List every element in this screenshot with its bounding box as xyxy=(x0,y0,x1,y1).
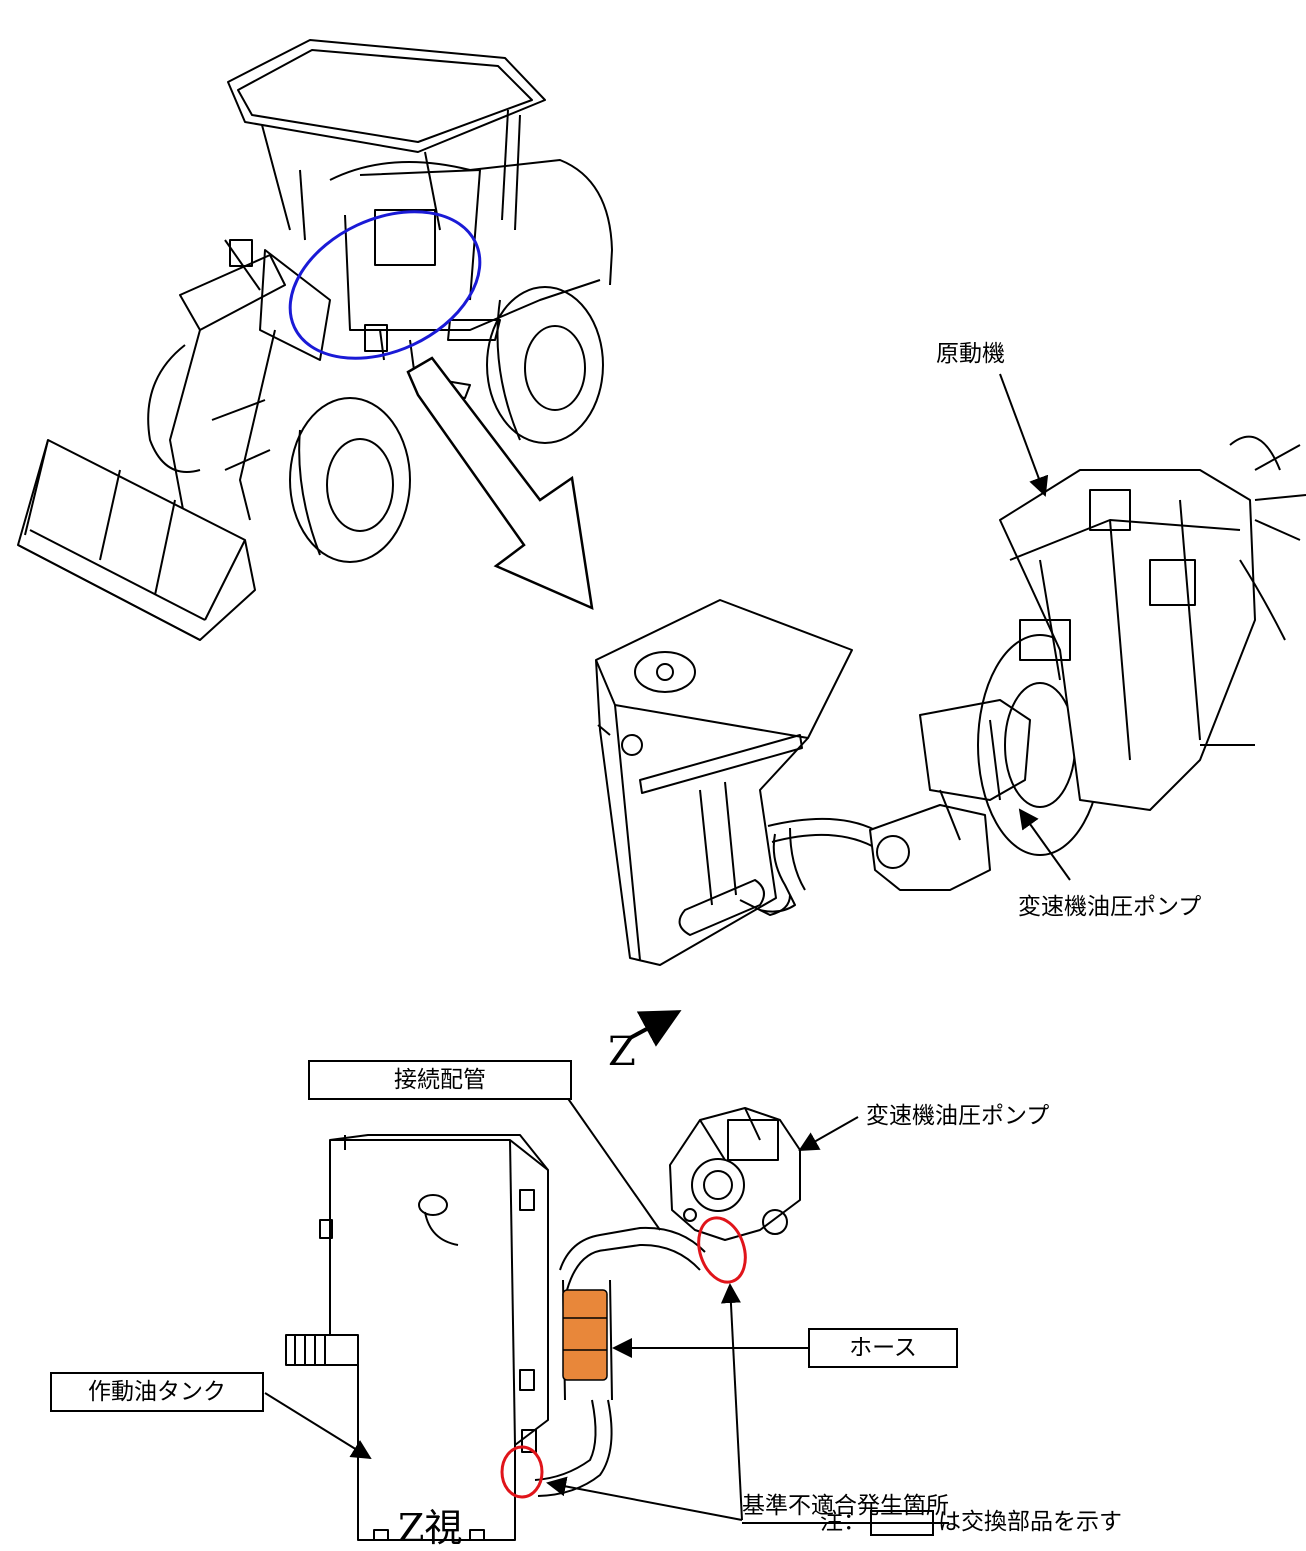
connection-pipe-label: 接続配管 xyxy=(308,1060,572,1100)
highlight-ellipse xyxy=(288,210,482,360)
defect-circle-top xyxy=(697,1216,747,1284)
pump-label-top: 変速機油圧ポンプ xyxy=(1018,894,1202,920)
hose-label: ホース xyxy=(808,1328,958,1368)
view-title: Z視 xyxy=(398,1506,463,1550)
z-view-drawing xyxy=(285,1107,801,1541)
engine-leader xyxy=(999,373,1049,497)
zoom-arrow xyxy=(406,356,594,611)
pump-leader-top xyxy=(1018,808,1071,881)
tank-pump-engine-drawing xyxy=(595,435,1306,966)
pump-leader-bottom xyxy=(798,1116,859,1151)
legend-swatch xyxy=(870,1510,934,1536)
hose-part xyxy=(562,1289,608,1381)
note-prefix: 注： xyxy=(820,1509,866,1535)
defect-location-label: 基準不適合発生箇所 xyxy=(742,1492,949,1524)
pipe-leader xyxy=(561,1089,661,1231)
z-view-marker: Z xyxy=(608,1029,636,1075)
pump-label-bottom: 変速機油圧ポンプ xyxy=(866,1103,1050,1129)
wheel-loader-drawing xyxy=(17,39,613,641)
engine-label: 原動機 xyxy=(936,341,1005,367)
defect-leader-1 xyxy=(720,1283,743,1521)
tank-leader xyxy=(264,1392,372,1460)
note-suffix: は交換部品を示す xyxy=(938,1509,1122,1535)
z-view-arrow xyxy=(629,1010,682,1047)
note-legend: 注： は交換部品を示す xyxy=(820,1508,1122,1536)
defect-leader-2 xyxy=(546,1476,743,1521)
defect-circle-bottom xyxy=(500,1445,544,1499)
tank-label: 作動油タンク xyxy=(50,1372,264,1412)
